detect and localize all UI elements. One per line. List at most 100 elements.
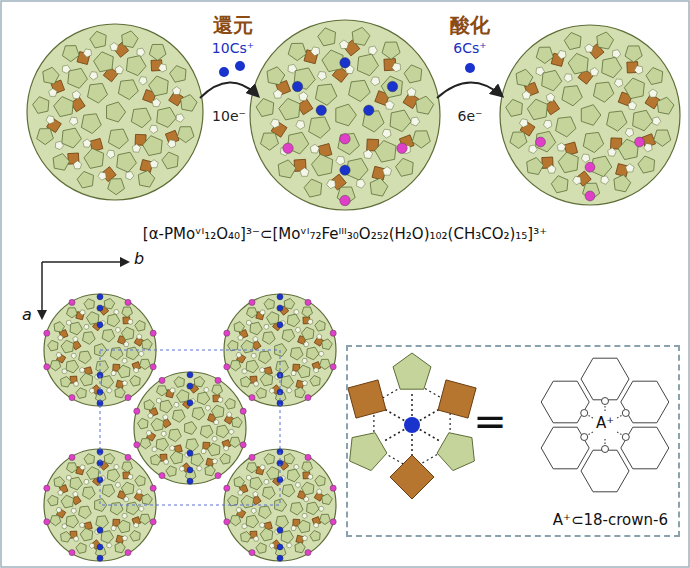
cation-dot [330, 364, 336, 370]
mo-pentagon [170, 451, 183, 464]
pore [204, 387, 209, 392]
pore [313, 368, 318, 373]
pore [302, 380, 307, 385]
mo-pentagon [228, 340, 238, 351]
pore [287, 543, 292, 548]
mo-pentagon [564, 33, 581, 50]
pore [107, 388, 112, 393]
mo-pentagon [357, 54, 378, 76]
mo-pentagon [181, 95, 197, 112]
mo-pentagon [177, 127, 194, 143]
coordination-line [617, 432, 622, 435]
mo-pentagon [127, 502, 140, 515]
pore [327, 180, 336, 189]
mo-pentagon [81, 114, 101, 134]
pore [304, 497, 309, 502]
mo-pentagon [76, 543, 86, 554]
mo-pentagon [260, 528, 273, 541]
mo-pentagon [62, 128, 82, 148]
pore [653, 117, 661, 126]
mo-pentagon [250, 477, 262, 490]
mo-pentagon [115, 542, 125, 553]
pore [308, 319, 313, 324]
cation-dot [187, 467, 193, 473]
cation-dot [224, 485, 230, 491]
mo-pentagon [162, 152, 178, 169]
cs-ion [235, 61, 245, 71]
pore [98, 172, 106, 180]
mo-pentagon [290, 503, 303, 516]
mo-pentagon [338, 133, 360, 154]
pore [242, 369, 247, 374]
mo-pentagon [118, 365, 130, 378]
pore [168, 140, 176, 148]
cation-dot [150, 519, 156, 525]
mo-pentagon [263, 332, 276, 345]
mo-pentagon [267, 67, 285, 85]
pore [300, 168, 309, 177]
mo-pentagon [118, 520, 130, 533]
mo-pentagon [48, 340, 58, 351]
fe-octahedron [438, 380, 476, 418]
mo-pentagon [50, 361, 61, 371]
cation-dot [150, 330, 156, 336]
pore [302, 358, 307, 363]
mo-pentagon [194, 376, 205, 387]
mo-pentagon [157, 107, 177, 127]
pore [340, 40, 349, 49]
reaction-arrow [437, 82, 502, 98]
mo-pentagon [301, 482, 314, 495]
mo-pentagon [67, 463, 78, 473]
mo-pentagon [205, 465, 215, 476]
mo-pentagon [370, 178, 388, 196]
mo-pentagon [264, 454, 274, 465]
pore [264, 479, 269, 484]
mo-pentagon [260, 373, 273, 386]
pore [161, 431, 166, 436]
node-text: A⁺⊂18-crown-6 [553, 512, 668, 529]
axis-label: a [22, 306, 32, 324]
cation-dot [635, 137, 645, 147]
pore [585, 44, 594, 52]
cation-dot [387, 81, 397, 91]
mo-pentagon [200, 426, 213, 439]
cation-dot [69, 550, 75, 556]
coordination-line [411, 434, 413, 457]
cation-dot [125, 299, 131, 305]
mo-pentagon [527, 99, 547, 120]
pore [251, 508, 256, 513]
mo-pentagon [186, 439, 199, 452]
pore [80, 310, 85, 315]
mo-pentagon [54, 97, 74, 117]
mo-pentagon [230, 361, 241, 371]
mo-pentagon [247, 463, 258, 473]
mo-pentagon [256, 99, 274, 117]
coordination-line [384, 430, 404, 442]
cation-dot [585, 191, 595, 201]
mo-pentagon [542, 70, 562, 90]
mo-pentagon [96, 361, 109, 374]
pore [71, 353, 76, 358]
cation-dot [69, 454, 75, 460]
mo-pentagon [282, 485, 295, 498]
mo-pentagon [307, 502, 320, 515]
pore [69, 117, 77, 125]
pore [319, 351, 324, 356]
cation-dot [97, 527, 103, 533]
pore [246, 475, 251, 480]
cation-dot [69, 299, 75, 305]
cation-dot [330, 519, 336, 525]
mo-pentagon [562, 86, 582, 106]
mo-pentagon [625, 46, 642, 62]
mo-pentagon [315, 84, 337, 105]
mo-pentagon [278, 160, 296, 178]
pore [519, 119, 527, 128]
mo-pentagon [412, 131, 430, 148]
pore [392, 63, 401, 72]
pore [310, 144, 319, 153]
pore [269, 388, 274, 393]
pore [170, 388, 175, 393]
pore [383, 167, 392, 176]
pore [201, 448, 206, 453]
